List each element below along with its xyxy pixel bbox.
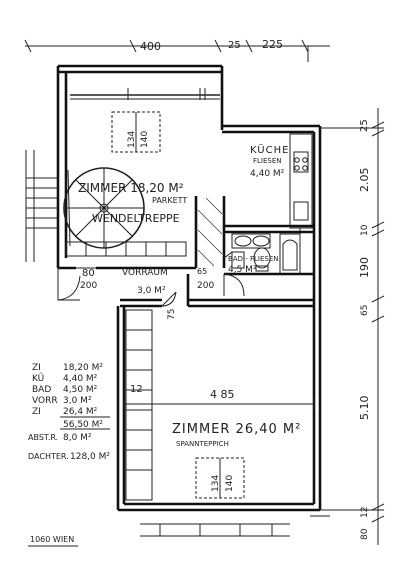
kitchen-floor-label: FLIESEN bbox=[253, 157, 282, 165]
stair-landing bbox=[65, 241, 187, 257]
area-row-label: BAD bbox=[32, 385, 51, 395]
area-row-label: ZI bbox=[32, 407, 41, 417]
hall-dim-200: 200 bbox=[80, 281, 97, 291]
exterior-walls bbox=[56, 64, 322, 512]
top-dim-225: 225 bbox=[262, 38, 283, 51]
window-dim-140: 140 bbox=[140, 131, 150, 148]
window-marker-room2 bbox=[195, 457, 245, 499]
interior-wall-hatched bbox=[194, 196, 226, 268]
hall-room2-wall bbox=[58, 266, 314, 308]
area-total-value: 56,50 M² bbox=[63, 420, 103, 430]
area-row-label: VORR bbox=[32, 396, 58, 406]
area-row-value: 8,0 M² bbox=[63, 433, 92, 443]
right-dim-205: 2.05 bbox=[358, 168, 371, 193]
area-row-label: DACHTER. bbox=[28, 452, 69, 461]
room2-left-wall bbox=[116, 306, 153, 510]
top-dim-400: 400 bbox=[140, 40, 161, 53]
window2-dim-134: 134 bbox=[211, 475, 221, 492]
hall-dim-65: 65 bbox=[197, 267, 207, 276]
area-row-label: KÜ bbox=[32, 373, 44, 384]
top-dim-25: 25 bbox=[228, 40, 241, 51]
right-dim-80: 80 bbox=[360, 528, 370, 540]
hall-dim-80: 80 bbox=[82, 268, 95, 279]
area-row-value: 26,4 M² bbox=[63, 407, 98, 417]
right-dim-12: 12 bbox=[360, 507, 370, 518]
room1-floor-label: PARKETT bbox=[152, 196, 187, 205]
spiral-staircase bbox=[63, 167, 145, 249]
window2-dim-140: 140 bbox=[225, 475, 235, 492]
interior-width-line bbox=[123, 398, 315, 410]
room2-label: ZIMMER 26,40 M² bbox=[172, 422, 301, 437]
area-row-value: 18,20 M² bbox=[63, 363, 103, 373]
right-dimension-line bbox=[320, 108, 385, 545]
area-table: ZI 18,20 M² KÜ 4,40 M² BAD 4,50 M² VORR … bbox=[28, 363, 110, 462]
area-row-label: ABST.R. bbox=[28, 433, 58, 442]
room1-label: ZIMMER 18,20 M² bbox=[78, 181, 184, 195]
hall-area-label: 3,0 M² bbox=[137, 286, 166, 296]
right-dim-190: 190 bbox=[358, 257, 371, 278]
kitchen-area-label: 4,40 M² bbox=[250, 169, 285, 179]
hall-dim-75: 75 bbox=[167, 309, 177, 320]
area-row-value: 128,0 M² bbox=[70, 452, 110, 462]
stair-label: WENDELTREPPE bbox=[92, 212, 180, 225]
right-dim-10: 10 bbox=[360, 224, 370, 236]
entry-door bbox=[57, 267, 96, 301]
top-window-band bbox=[70, 88, 220, 100]
footer-address: 1060 WIEN bbox=[30, 535, 74, 544]
exterior-stair-marks bbox=[25, 150, 58, 262]
area-row-label: ZI bbox=[32, 363, 41, 373]
top-dimension-line bbox=[24, 39, 330, 62]
window-marker-room1 bbox=[111, 111, 161, 153]
window-dim-134: 134 bbox=[127, 131, 137, 148]
area-row-value: 4,50 M² bbox=[63, 385, 98, 395]
bath-label: BAD - FLIESEN bbox=[228, 255, 278, 263]
hall-label: VORRAUM bbox=[122, 268, 168, 278]
area-row-value: 4,40 M² bbox=[63, 374, 98, 384]
kitchen-counter bbox=[289, 133, 313, 236]
kitchen-label: KÜCHE bbox=[250, 143, 289, 156]
bath-door bbox=[223, 273, 245, 297]
hall-dim-200b: 200 bbox=[197, 281, 214, 291]
bottom-exterior-marks bbox=[140, 515, 330, 537]
interior-width-dim: 4 85 bbox=[210, 388, 235, 401]
bath-area-label: 4,5 M² bbox=[228, 265, 257, 275]
right-dim-25: 25 bbox=[359, 119, 370, 132]
room2-floor-label: SPANNTEPPICH bbox=[176, 440, 229, 448]
bathroom-fixtures bbox=[223, 224, 314, 275]
right-dim-65: 65 bbox=[360, 305, 370, 316]
left-wall-dim: 12 bbox=[130, 384, 143, 395]
right-dim-510: 5.10 bbox=[358, 396, 371, 421]
area-row-value: 3,0 M² bbox=[63, 396, 92, 406]
